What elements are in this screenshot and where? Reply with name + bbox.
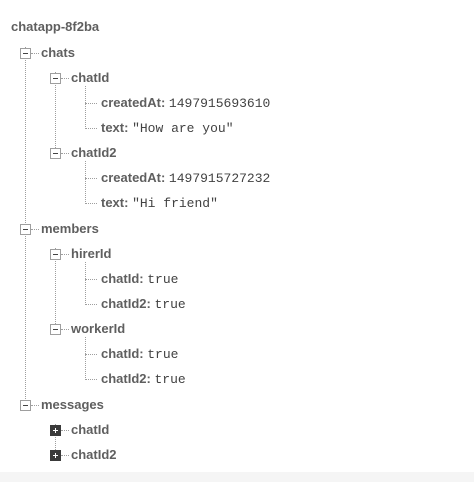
tree-connector [85, 279, 97, 280]
field-key: createdAt: [101, 95, 166, 110]
chats-chatid-node-label[interactable]: chatId [71, 70, 110, 85]
chats-chatid2-createdat-field: createdAt: 1497915727232 [101, 170, 270, 187]
tree-connector [85, 337, 86, 380]
field-key: chatId2: [101, 371, 151, 386]
members-collapse-toggle[interactable] [20, 224, 31, 235]
chats-chatid2-text-field: text: "Hi friend" [101, 195, 218, 212]
tree-connector [61, 153, 69, 154]
field-value[interactable]: 1497915693610 [168, 96, 271, 111]
field-value[interactable]: true [147, 347, 179, 362]
messages-chatid-expand-toggle[interactable] [50, 425, 61, 436]
tree-connector [85, 203, 97, 204]
tree-connector [61, 78, 69, 79]
members-workerid-collapse-toggle[interactable] [50, 324, 61, 335]
chats-chatid-createdat-field: createdAt: 1497915693610 [101, 95, 270, 112]
tree-connector [85, 354, 97, 355]
members-workerid-chatid2-field: chatId2: true [101, 371, 186, 388]
database-tree: chatapp-8f2ba chats chatId createdAt: 14… [11, 19, 270, 462]
chats-chatid2-collapse-toggle[interactable] [50, 148, 61, 159]
field-value[interactable]: "How are you" [132, 121, 234, 136]
tree-connector [85, 86, 86, 129]
members-workerid-node-label[interactable]: workerId [71, 321, 126, 336]
chats-collapse-toggle[interactable] [20, 48, 31, 59]
tree-connector [85, 262, 86, 305]
field-key: chatId2: [101, 296, 151, 311]
messages-node-label[interactable]: messages [41, 397, 104, 412]
field-key: chatId: [101, 346, 144, 361]
field-value[interactable]: true [154, 297, 186, 312]
field-key: createdAt: [101, 170, 166, 185]
tree-connector [31, 229, 39, 230]
tree-connector [31, 405, 39, 406]
members-workerid-chatid-field: chatId: true [101, 346, 178, 363]
tree-connector [55, 72, 56, 154]
tree-connector [85, 304, 97, 305]
chats-node-label[interactable]: chats [41, 45, 75, 60]
root-node-label[interactable]: chatapp-8f2ba [11, 19, 100, 34]
tree-connector [85, 161, 86, 204]
tree-connector [61, 329, 69, 330]
field-key: chatId: [101, 271, 144, 286]
tree-connector [85, 178, 97, 179]
tree-connector [85, 379, 97, 380]
field-key: text: [101, 195, 129, 210]
tree-connector [31, 53, 39, 54]
tree-connector [61, 430, 69, 431]
members-hirerid-collapse-toggle[interactable] [50, 249, 61, 260]
field-value[interactable]: true [154, 372, 186, 387]
chats-chatid-collapse-toggle[interactable] [50, 73, 61, 84]
field-value[interactable]: "Hi friend" [132, 196, 218, 211]
bottom-scroll-area [0, 472, 474, 482]
tree-connector [61, 254, 69, 255]
chats-chatid-text-field: text: "How are you" [101, 120, 234, 137]
field-key: text: [101, 120, 129, 135]
messages-chatid2-expand-toggle[interactable] [50, 450, 61, 461]
tree-connector [55, 424, 56, 450]
members-node-label[interactable]: members [41, 221, 99, 236]
messages-collapse-toggle[interactable] [20, 400, 31, 411]
field-value[interactable]: 1497915727232 [168, 171, 271, 186]
members-hirerid-chatid2-field: chatId2: true [101, 296, 186, 313]
field-value[interactable]: true [147, 272, 179, 287]
tree-connector [55, 248, 56, 330]
chats-chatid2-node-label[interactable]: chatId2 [71, 145, 117, 160]
members-hirerid-chatid-field: chatId: true [101, 271, 178, 288]
messages-chatid2-node-label[interactable]: chatId2 [71, 447, 117, 462]
messages-chatid-node-label[interactable]: chatId [71, 422, 110, 437]
tree-connector [85, 128, 97, 129]
tree-connector [85, 103, 97, 104]
members-hirerid-node-label[interactable]: hirerId [71, 246, 112, 261]
tree-connector [61, 455, 69, 456]
